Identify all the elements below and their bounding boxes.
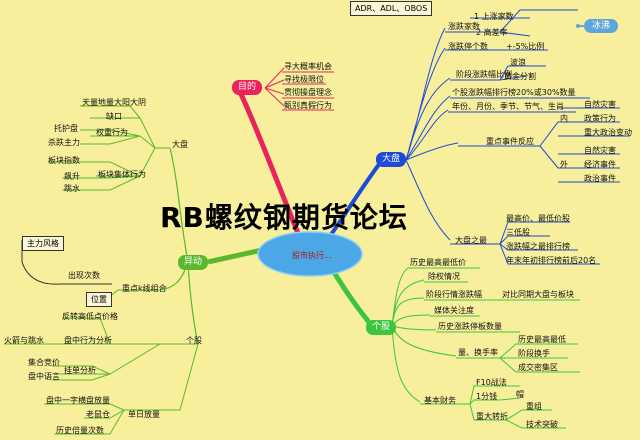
yidong-guadan-label: 挂单分析 (64, 366, 96, 375)
gegu-huanshou-label: 量、换手率 (458, 348, 498, 357)
gegu-item-3: 阶段行情涨跌幅 (426, 290, 482, 299)
yidong-fanzhuan: 反转高低点价格 (62, 312, 118, 321)
yidong-quanzhong-sub-2: 杀跌主力 (48, 138, 80, 147)
yidong-dapan-label: 大盘 (172, 140, 188, 149)
dapan-wai-label: 外 (560, 160, 568, 169)
gegu-zhuanzhe-label: 重大转折 (476, 412, 508, 421)
mudi-fan-lines (264, 67, 334, 111)
branch-mudi-line (237, 90, 303, 239)
yidong-quekou-sub: 天量地量大阳大阴 (82, 98, 146, 107)
zhulifengge-bracket (21, 240, 112, 285)
gegu-item-1: 历史最高最低价 (410, 258, 466, 267)
zhulifengge-box: 主力风格 (22, 236, 64, 251)
branch-dapan-label: 大盘 (376, 152, 407, 167)
gegu-jieduan-sub: 对比同期大盘与板块 (502, 290, 574, 299)
center-node-text: 股市执行... (292, 251, 332, 260)
dapan-nei-item-3: 重大政治变动 (584, 128, 632, 137)
yidong-detail-lines (4, 105, 199, 435)
gegu-huanshou-sub-3: 成交密集区 (518, 363, 558, 372)
gegu-fenzhong-sub: 帽 (516, 390, 524, 399)
dapan-tingban-label: 涨跌停个数 (448, 42, 488, 51)
gegu-item-2: 除权情况 (428, 272, 460, 281)
gegu-item-4: 媒体关注度 (434, 306, 474, 315)
dapan-jieduan-sub-1: 波浪 (510, 58, 526, 67)
branch-gegu-label: 个股 (366, 320, 397, 335)
dapan-zhangdie-sub-2: 2 高差率 (476, 28, 508, 37)
dapan-paihang: 个股涨跌幅排行榜20%或30%数量 (452, 88, 576, 97)
dapan-zhongdian-label: 重点事件反应 (486, 137, 534, 146)
yidong-guadan-sub-1: 集合竞价 (28, 358, 60, 367)
dapan-zuizhi-item-1: 最高价、最低价股 (506, 214, 570, 223)
dapan-jieduan-label: 阶段涨跌幅比例 (456, 70, 512, 79)
zhulifengge-sub: 出现次数 (68, 271, 100, 280)
mudi-item-2: 寻找极限位 (284, 75, 324, 84)
yidong-panzhong-label: 盘中行为分析 (64, 336, 112, 345)
dapan-wai-item-2: 经济事件 (584, 160, 616, 169)
yidong-guadan-sub-2: 盘中语言 (28, 372, 60, 381)
badge-connector-dot (576, 24, 580, 28)
gegu-fan-lines (391, 267, 457, 403)
gegu-zhuanzhe-sub-1: 重组 (526, 402, 542, 411)
yidong-bankuai-sub-2: 飙升 (64, 172, 80, 181)
top-indicator-box: ADR、ADL、OBOS (350, 1, 433, 16)
dapan-tingban-value: +-5%比例 (506, 42, 545, 51)
dapan-zhangdie-sub-1: 1 上涨家数 (474, 12, 514, 21)
yidong-panzhong-sub: 火箭与跳水 (4, 336, 44, 345)
yidong-gegu-label: 个股 (186, 336, 202, 345)
branch-gegu-line (327, 264, 374, 328)
gegu-zhuanzhe-sub-2: 技术突破 (526, 420, 558, 429)
mudi-item-4: 甄别真假行为 (284, 101, 332, 110)
branch-dapan-line (328, 161, 382, 238)
overlay-title: RB螺纹钢期货论坛 (160, 201, 408, 234)
dapan-wai-item-3: 政治事件 (584, 174, 616, 183)
dapan-zuizhi-item-2: 三低股 (506, 228, 530, 237)
yidong-danri-sub-2: 老鼠仓 (86, 410, 110, 419)
center-bubble (257, 231, 363, 277)
yidong-bankuai-sub-1: 板块指数 (48, 156, 80, 165)
dapan-wai-item-1: 自然灾害 (584, 146, 616, 155)
dapan-fan-lines (405, 27, 459, 241)
branch-mudi-label: 目的 (232, 80, 263, 95)
dapan-nei-item-1: 自然灾害 (584, 100, 616, 109)
yidong-quekou-label: 缺口 (106, 112, 122, 121)
branch-yidong-label: 异动 (178, 255, 209, 270)
yidong-fan-lines (159, 147, 199, 345)
dapan-detail-lines (445, 9, 630, 265)
yidong-bankuai-label: 板块集体行为 (98, 170, 146, 179)
gegu-item-5: 历史涨跌停板数量 (438, 322, 502, 331)
dapan-zuizhi-item-3: 涨跌幅之最排行榜 (506, 242, 570, 251)
dapan-zuizhi-label: 大盘之最 (455, 236, 487, 245)
gegu-detail-lines (408, 267, 580, 429)
dapan-jieduan-sub-2: 黄金分割 (504, 72, 536, 81)
dapan-nei-item-2: 政策行为 (584, 114, 616, 123)
gegu-fenzhong-label: 1分钱 (476, 392, 498, 401)
mudi-item-1: 寻大概率机会 (284, 62, 332, 71)
yidong-danri-sub-3: 历史倍量次数 (56, 426, 104, 435)
bingfei-badge: 冰沸 (584, 19, 619, 33)
branch-yidong-line (207, 247, 263, 265)
dapan-zuizhi-item-4: 年末年初排行榜前后20名 (506, 256, 597, 265)
yidong-bankuai-sub-3: 跳水 (64, 184, 80, 193)
yidong-quanzhong-sub-1: 托护盘 (54, 124, 78, 133)
gegu-caiwu-label: 基本财务 (424, 396, 456, 405)
dapan-zhouqi: 年份、月份、季节、节气、生肖 (452, 102, 564, 111)
yidong-kxian-sub: 位置 (86, 292, 112, 307)
yidong-danri-sub-1: 盘中一字横盘放量 (46, 396, 110, 405)
gegu-huanshou-sub-2: 阶段换手 (518, 349, 550, 358)
yidong-danri-label: 单日放量 (128, 410, 160, 419)
dapan-nei-label: 内 (560, 114, 568, 123)
yidong-quanzhong-label: 权重行为 (96, 128, 128, 137)
yidong-kxian-label: 重点k线组合 (122, 284, 167, 293)
dapan-zhangdie-label: 涨跌家数 (448, 22, 480, 31)
gegu-f10: F10战法 (476, 378, 507, 387)
mudi-item-3: 贯彻操盘理念 (284, 88, 332, 97)
gegu-huanshou-sub-1: 历史最高最低 (518, 335, 566, 344)
